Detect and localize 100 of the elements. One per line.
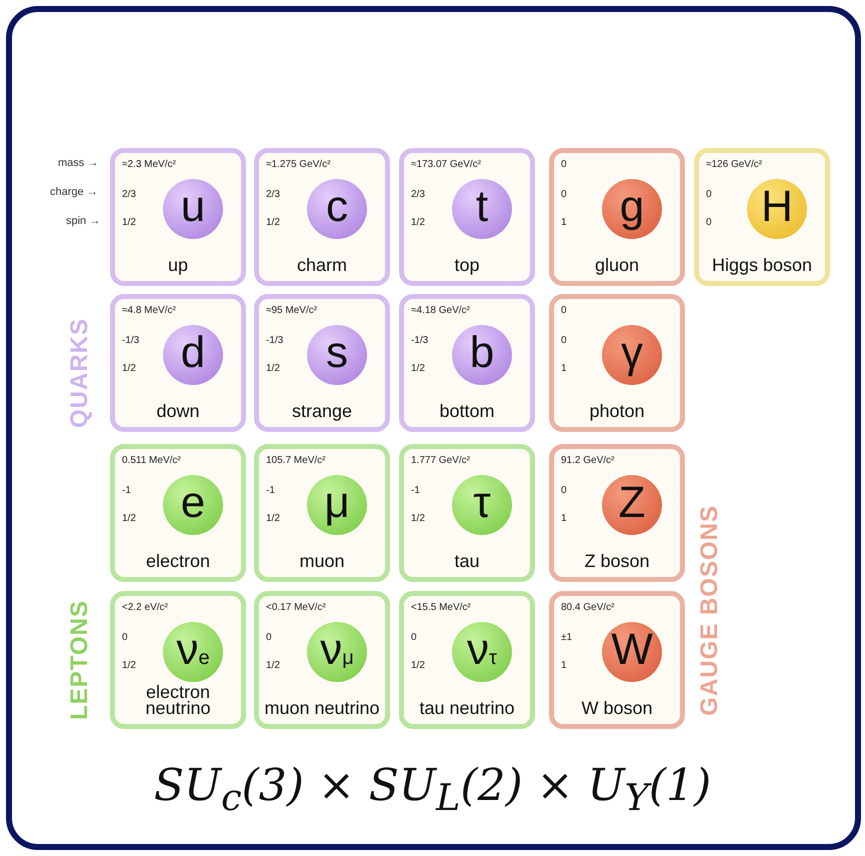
particle-card — [399, 591, 535, 729]
particle-symbol: Z — [602, 475, 662, 535]
particle-symbol: γ — [602, 325, 662, 385]
mass-value: 0.511 MeV/c² — [122, 455, 181, 466]
particle-name: down — [155, 403, 201, 419]
particle-name: electron — [144, 553, 212, 569]
charge-value: -1 — [266, 485, 275, 496]
spin-value: 1/2 — [122, 363, 136, 374]
mass-value: 1.777 GeV/c² — [411, 455, 470, 466]
particle-name: top — [453, 257, 481, 273]
row-label: charge → — [50, 186, 98, 198]
mass-value: ≈126 GeV/c² — [706, 159, 762, 170]
particle-symbol: e — [163, 475, 223, 535]
particle-card — [549, 294, 685, 432]
charge-value: 0 — [411, 632, 417, 643]
particle-name: electron neutrino — [144, 684, 212, 716]
spin-value: 0 — [706, 217, 712, 228]
mass-value: ≈4.8 MeV/c² — [122, 305, 176, 316]
spin-value: 1/2 — [266, 217, 280, 228]
particle-name: muon — [298, 553, 346, 569]
charge-value: ±1 — [561, 632, 572, 643]
charge-value: -1/3 — [266, 335, 284, 346]
charge-value: 0 — [561, 485, 567, 496]
particle-name: strange — [290, 403, 354, 419]
spin-value: 1/2 — [122, 217, 136, 228]
charge-value: 2/3 — [411, 189, 425, 200]
particle-name: Z boson — [583, 553, 651, 569]
particle-name: bottom — [438, 403, 496, 419]
particle-card — [254, 294, 390, 432]
spin-value: 1/2 — [266, 513, 280, 524]
particle-card — [694, 148, 830, 286]
spin-value: 1/2 — [411, 363, 425, 374]
mass-value: <15.5 MeV/c² — [411, 602, 471, 613]
particle-card — [110, 591, 246, 729]
particle-symbol: s — [307, 325, 367, 385]
particle-name: muon neutrino — [263, 700, 381, 716]
spin-value: 1/2 — [411, 217, 425, 228]
particle-symbol: μ — [307, 475, 367, 535]
particle-card — [399, 294, 535, 432]
particle-symbol: u — [163, 179, 223, 239]
particle-name: tau neutrino — [418, 700, 516, 716]
mass-value: ≈2.3 MeV/c² — [122, 159, 176, 170]
mass-value: 105.7 MeV/c² — [266, 455, 326, 466]
particle-card — [110, 294, 246, 432]
charge-value: 2/3 — [122, 189, 136, 200]
charge-value: 0 — [122, 632, 128, 643]
particle-card — [549, 591, 685, 729]
charge-value: 0 — [266, 632, 272, 643]
particle-card — [254, 148, 390, 286]
particle-symbol: g — [602, 179, 662, 239]
particle-symbol: t — [452, 179, 512, 239]
particle-name: Higgs boson — [710, 257, 814, 273]
charge-value: 0 — [706, 189, 712, 200]
row-label: spin → — [66, 215, 100, 227]
mass-value: ≈1.275 GeV/c² — [266, 159, 330, 170]
particle-card — [110, 148, 246, 286]
particle-symbol: d — [163, 325, 223, 385]
particle-card — [110, 444, 246, 582]
spin-value: 1/2 — [122, 513, 136, 524]
spin-value: 1 — [561, 513, 567, 524]
particle-name: up — [166, 257, 190, 273]
spin-value: 1 — [561, 660, 567, 671]
mass-value: 91.2 GeV/c² — [561, 455, 614, 466]
particle-symbol: W — [602, 622, 662, 682]
particle-name: photon — [588, 403, 646, 419]
particle-card — [549, 444, 685, 582]
mass-value: 0 — [561, 159, 567, 170]
particle-symbol: c — [307, 179, 367, 239]
mass-value: ≈4.18 GeV/c² — [411, 305, 470, 316]
particle-card — [399, 444, 535, 582]
spin-value: 1 — [561, 363, 567, 374]
particle-card — [254, 591, 390, 729]
particle-card — [549, 148, 685, 286]
particle-name: W boson — [580, 700, 654, 716]
spin-value: 1/2 — [266, 363, 280, 374]
spin-value: 1/2 — [266, 660, 280, 671]
charge-value: 0 — [561, 335, 567, 346]
mass-value: <2.2 eV/c² — [122, 602, 168, 613]
mass-value: 80.4 GeV/c² — [561, 602, 614, 613]
row-label: mass → — [58, 157, 98, 169]
group-label: QUARKS — [66, 318, 94, 428]
group-label: LEPTONS — [66, 600, 94, 720]
charge-value: -1 — [122, 485, 131, 496]
charge-value: -1/3 — [411, 335, 428, 346]
mass-value: <0.17 MeV/c² — [266, 602, 326, 613]
particle-name: tau — [453, 553, 481, 569]
particle-name: gluon — [594, 257, 640, 273]
group-label: GAUGE BOSONS — [696, 505, 724, 716]
spin-value: 1/2 — [122, 660, 136, 671]
particle-symbol: τ — [452, 475, 512, 535]
spin-value: 1/2 — [411, 513, 425, 524]
particle-symbol: H — [747, 179, 807, 239]
mass-value: 0 — [561, 305, 567, 316]
spin-value: 1/2 — [411, 660, 425, 671]
charge-value: 0 — [561, 189, 567, 200]
charge-value: -1/3 — [122, 335, 140, 346]
particle-name: charm — [296, 257, 348, 273]
caption: SU$_{c}$(3) × SU$_{L}$(2) × U$_{Y}$(1) — [154, 760, 712, 811]
mass-value: ≈95 MeV/c² — [266, 305, 318, 316]
particle-card — [399, 148, 535, 286]
